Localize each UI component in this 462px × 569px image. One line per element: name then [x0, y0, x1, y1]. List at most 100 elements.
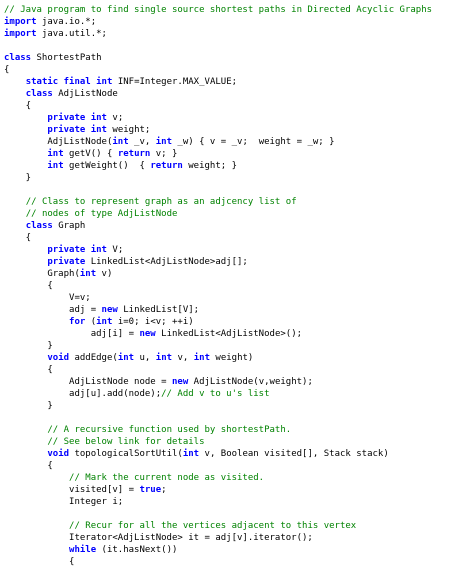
code-text — [4, 353, 47, 363]
code-keyword: int — [155, 353, 173, 363]
code-text: INF=Integer.MAX_VALUE; — [112, 77, 238, 87]
code-comment: // A recursive function used by shortest… — [47, 425, 292, 435]
code-keyword: final — [63, 77, 91, 87]
code-line: { — [4, 64, 462, 76]
code-line: visited[v] = true; — [4, 484, 462, 496]
code-keyword: int — [193, 353, 210, 363]
code-comment: // nodes of type AdjListNode — [25, 209, 178, 219]
code-comment: // Recur for all the vertices adjacent t… — [69, 521, 357, 531]
code-keyword: static — [25, 77, 59, 87]
code-text: ShortestPath — [31, 53, 102, 63]
code-text: v; — [106, 113, 124, 123]
code-text: weight; — [106, 125, 151, 135]
code-line: } — [4, 400, 462, 412]
code-text — [4, 521, 69, 531]
code-line: // nodes of type AdjListNode — [4, 208, 462, 220]
code-text — [4, 77, 26, 87]
code-text: LinkedList[V]; — [117, 305, 200, 315]
code-text: { — [4, 461, 53, 471]
code-text — [4, 449, 47, 459]
code-text: _v, — [128, 137, 156, 147]
code-keyword: class — [4, 53, 32, 63]
code-keyword: import — [4, 17, 37, 27]
code-line: } — [4, 340, 462, 352]
code-line: void topologicalSortUtil(int v, Boolean … — [4, 448, 462, 460]
code-line: adj[i] = new LinkedList<AdjListNode>(); — [4, 328, 462, 340]
code-keyword: void — [47, 449, 70, 459]
code-text: ( — [85, 317, 97, 327]
code-comment: // Mark the current node as visited. — [69, 473, 265, 483]
code-keyword: for — [69, 317, 86, 327]
code-text: } — [4, 341, 53, 351]
code-text — [4, 125, 47, 135]
code-text: Graph( — [4, 269, 80, 279]
code-keyword: return — [117, 149, 151, 159]
code-keyword: private — [47, 257, 86, 267]
code-keyword: int — [47, 161, 64, 171]
code-line: import java.util.*; — [4, 28, 462, 40]
code-line: private LinkedList<AdjListNode>adj[]; — [4, 256, 462, 268]
code-line: { — [4, 364, 462, 376]
code-text: Graph — [52, 221, 86, 231]
code-text: addEdge( — [69, 353, 118, 363]
code-line — [4, 508, 462, 520]
code-keyword: void — [47, 353, 70, 363]
code-text — [4, 473, 69, 483]
code-line: // Recur for all the vertices adjacent t… — [4, 520, 462, 532]
code-line: { — [4, 460, 462, 472]
code-text: java.util.*; — [36, 29, 107, 39]
code-keyword: private — [47, 245, 86, 255]
code-text: v; } — [150, 149, 178, 159]
code-line: Graph(int v) — [4, 268, 462, 280]
code-text: getWeight() { — [63, 161, 151, 171]
code-text — [4, 221, 26, 231]
code-line: // A recursive function used by shortest… — [4, 424, 462, 436]
code-comment: // Java program to find single source sh… — [4, 5, 433, 15]
code-keyword: int — [79, 269, 97, 279]
code-line: { — [4, 280, 462, 292]
code-keyword: int — [90, 125, 107, 135]
code-keyword: return — [150, 161, 183, 171]
code-keyword: new — [101, 305, 118, 315]
code-line: V=v; — [4, 292, 462, 304]
code-keyword: private — [47, 125, 86, 135]
code-line: class Graph — [4, 220, 462, 232]
code-text: AdjListNode( — [4, 137, 113, 147]
code-text: (it.hasNext()) — [96, 545, 178, 555]
code-text: AdjListNode — [52, 89, 118, 99]
code-text: } — [4, 401, 53, 411]
code-text: adj[i] = — [4, 329, 140, 339]
code-keyword: int — [117, 353, 135, 363]
code-text — [4, 317, 69, 327]
code-line: // Class to represent graph as an adjcen… — [4, 196, 462, 208]
code-text: { — [4, 65, 10, 75]
code-text — [4, 437, 47, 447]
code-keyword: new — [171, 377, 189, 387]
code-text: adj[u].add(node); — [4, 389, 162, 399]
code-text: { — [4, 281, 53, 291]
code-text — [4, 113, 47, 123]
code-comment: // Add v to u's list — [161, 389, 270, 399]
code-line: // Java program to find single source sh… — [4, 4, 462, 16]
code-text: v) — [96, 269, 113, 279]
code-text: topologicalSortUtil( — [69, 449, 183, 459]
code-keyword: int — [96, 317, 113, 327]
code-text: LinkedList<AdjListNode>(); — [155, 329, 303, 339]
code-text: AdjListNode(v,weight); — [188, 377, 313, 387]
code-text: ; — [161, 485, 167, 495]
code-text: v, Boolean visited[], Stack stack) — [199, 449, 389, 459]
code-line: Integer i; — [4, 496, 462, 508]
code-text: Iterator<AdjListNode> it = adj[v].iterat… — [4, 533, 313, 543]
code-text: _w) { v = _v; weight = _w; } — [172, 137, 335, 147]
code-text: i=0; i<v; ++i) — [112, 317, 194, 327]
code-line: } — [4, 172, 462, 184]
code-text: weight) — [210, 353, 254, 363]
code-text: { — [4, 557, 75, 567]
code-line: AdjListNode(int _v, int _w) { v = _v; we… — [4, 136, 462, 148]
code-keyword: int — [90, 113, 107, 123]
code-line: { — [4, 232, 462, 244]
code-text: java.io.*; — [36, 17, 97, 27]
code-line: static final int INF=Integer.MAX_VALUE; — [4, 76, 462, 88]
code-line: import java.io.*; — [4, 16, 462, 28]
code-keyword: int — [47, 149, 64, 159]
